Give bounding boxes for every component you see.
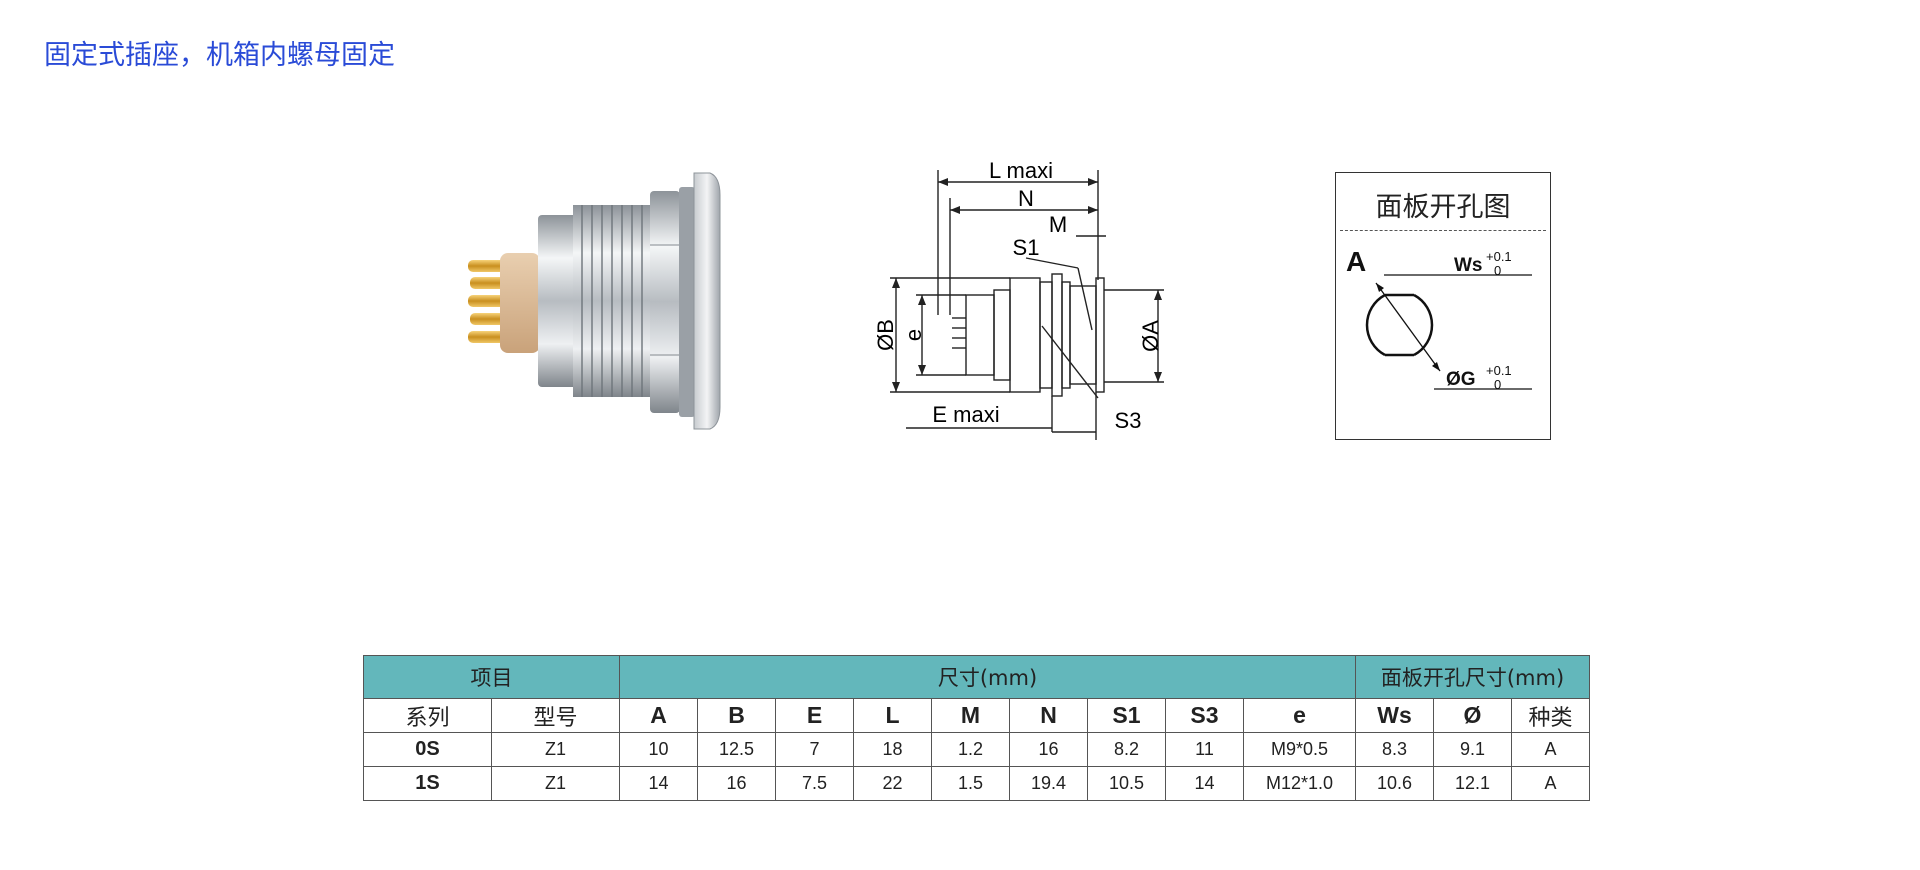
col-l: L [853, 698, 932, 733]
cell-a: 10 [619, 732, 698, 767]
dim-a: ØA [1138, 320, 1163, 352]
ws-label: Ws [1454, 255, 1483, 276]
cell-n: 19.4 [1009, 766, 1088, 801]
cutout-title: 面板开孔图 [1375, 192, 1511, 223]
col-model: 型号 [491, 698, 620, 733]
column-header-row: 系列 型号 A B E L M N S1 S3 e Ws Ø 种类 [363, 698, 1590, 733]
col-b: B [697, 698, 776, 733]
g-label: ØG [1446, 369, 1476, 390]
table-row: 0S Z1 10 12.5 7 18 1.2 16 8.2 11 M9*0.5 … [363, 732, 1590, 767]
cell-model: Z1 [491, 766, 620, 801]
header-item: 项目 [363, 655, 620, 699]
group-header-row: 项目 尺寸(mm) 面板开孔尺寸(mm) [363, 655, 1590, 699]
col-n: N [1009, 698, 1088, 733]
cell-dia: 9.1 [1433, 732, 1512, 767]
cell-s3: 14 [1165, 766, 1244, 801]
table-row: 1S Z1 14 16 7.5 22 1.5 19.4 10.5 14 M12*… [363, 766, 1590, 801]
col-e: E [775, 698, 854, 733]
col-m: M [931, 698, 1010, 733]
dimension-drawing: L maxi N M S1 ØB e ØA E maxi S3 [866, 150, 1186, 440]
cell-s1: 8.2 [1087, 732, 1166, 767]
cell-a: 14 [619, 766, 698, 801]
cell-b: 12.5 [697, 732, 776, 767]
col-dia: Ø [1433, 698, 1512, 733]
cell-ws: 10.6 [1355, 766, 1434, 801]
col-ws: Ws [1355, 698, 1434, 733]
col-s1: S1 [1087, 698, 1166, 733]
ws-tol-lower: 0 [1494, 263, 1501, 278]
cell-e: 7 [775, 732, 854, 767]
cell-model: Z1 [491, 732, 620, 767]
dim-m: M [1049, 212, 1067, 237]
g-tol-lower: 0 [1494, 377, 1501, 392]
panel-cutout-box: 面板开孔图 A Ws +0.1 0 ØG +0.1 0 [1335, 172, 1551, 440]
col-thread: e [1243, 698, 1356, 733]
cell-ws: 8.3 [1355, 732, 1434, 767]
dim-s3: S3 [1115, 408, 1142, 433]
dim-b: ØB [873, 319, 898, 351]
cell-m: 1.5 [931, 766, 1010, 801]
col-a: A [619, 698, 698, 733]
cell-m: 1.2 [931, 732, 1010, 767]
header-dims: 尺寸(mm) [619, 655, 1356, 699]
cell-s1: 10.5 [1087, 766, 1166, 801]
col-s3: S3 [1165, 698, 1244, 733]
dim-s1: S1 [1013, 235, 1040, 260]
dim-n: N [1018, 186, 1034, 211]
dim-e-maxi: E maxi [932, 402, 999, 427]
cell-thread: M12*1.0 [1243, 766, 1356, 801]
cell-n: 16 [1009, 732, 1088, 767]
ws-tol-upper: +0.1 [1486, 249, 1512, 264]
cell-series: 1S [363, 766, 492, 801]
col-series: 系列 [363, 698, 492, 733]
header-panel: 面板开孔尺寸(mm) [1355, 655, 1590, 699]
cell-e: 7.5 [775, 766, 854, 801]
cell-b: 16 [697, 766, 776, 801]
cell-s3: 11 [1165, 732, 1244, 767]
cell-thread: M9*0.5 [1243, 732, 1356, 767]
g-tol-upper: +0.1 [1486, 363, 1512, 378]
dim-e: e [901, 329, 926, 341]
page-title: 固定式插座，机箱内螺母固定 [44, 40, 395, 71]
cutout-divider [1340, 230, 1546, 231]
dim-l-maxi: L maxi [989, 158, 1053, 183]
col-type: 种类 [1511, 698, 1590, 733]
cutout-type: A [1346, 246, 1366, 277]
cell-series: 0S [363, 732, 492, 767]
cell-l: 18 [853, 732, 932, 767]
cell-type: A [1511, 732, 1590, 767]
contact-pins [468, 260, 508, 343]
connector-photo [458, 165, 818, 435]
spec-table: 项目 尺寸(mm) 面板开孔尺寸(mm) 系列 型号 A B E L M N S… [363, 655, 1590, 801]
cell-l: 22 [853, 766, 932, 801]
cell-type: A [1511, 766, 1590, 801]
cell-dia: 12.1 [1433, 766, 1512, 801]
